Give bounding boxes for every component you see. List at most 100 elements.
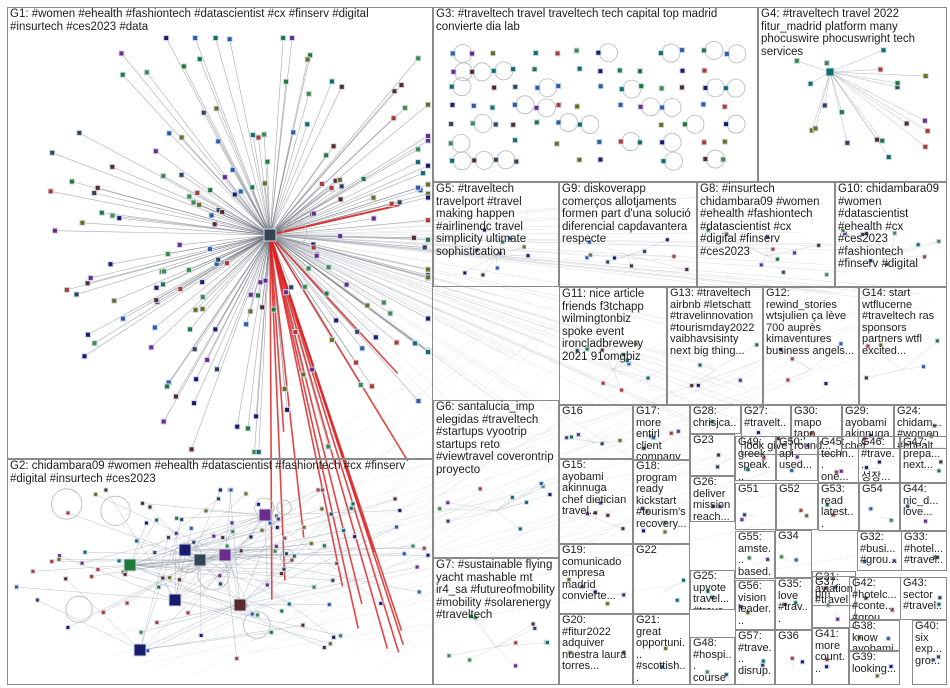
vertex	[281, 385, 288, 392]
edge	[298, 294, 525, 513]
edge	[829, 69, 881, 73]
vertex	[196, 201, 203, 208]
vertex	[425, 349, 431, 356]
edge	[269, 218, 374, 236]
vertex	[525, 253, 531, 259]
vertex	[862, 559, 868, 565]
edge	[269, 234, 515, 352]
vertex	[778, 554, 784, 560]
vertex	[301, 524, 307, 530]
edge	[157, 382, 622, 671]
vertex	[309, 366, 316, 373]
edge	[923, 468, 939, 472]
vertex	[824, 657, 830, 663]
vertex	[249, 184, 256, 191]
group-panel-g52: G52	[776, 483, 818, 530]
vertex	[681, 121, 688, 128]
vertex	[547, 492, 553, 498]
vertex	[337, 233, 344, 240]
vertex	[47, 188, 54, 195]
edge	[269, 234, 725, 248]
vertex	[177, 285, 184, 292]
vertex	[640, 528, 646, 534]
vertex	[212, 326, 219, 333]
vertex	[191, 400, 198, 407]
vertex	[533, 104, 540, 111]
vertex	[798, 507, 804, 513]
group-panel-g22: G22	[633, 544, 690, 614]
vertex	[425, 162, 431, 169]
edge	[269, 234, 589, 342]
vertex	[641, 445, 647, 451]
vertex	[745, 467, 751, 473]
edge	[141, 604, 241, 633]
vertex	[723, 50, 730, 57]
vertex	[290, 129, 297, 136]
edge	[269, 234, 399, 374]
vertex	[449, 50, 456, 57]
vertex	[160, 575, 166, 581]
vertex	[480, 272, 486, 278]
node-layer	[14, 35, 944, 679]
edge	[595, 518, 623, 529]
vertex	[471, 157, 478, 164]
vertex	[211, 533, 217, 539]
edge	[765, 252, 795, 256]
edge	[765, 255, 784, 273]
vertex	[268, 629, 274, 635]
vertex	[721, 103, 728, 110]
vertex	[624, 358, 630, 364]
edge	[174, 528, 192, 601]
vertex	[555, 119, 562, 126]
group-label: G42: #hotelc... #conte... #grou...	[852, 577, 897, 620]
vertex	[191, 539, 197, 545]
edge	[269, 234, 425, 248]
edge	[495, 642, 516, 648]
edge	[269, 234, 834, 293]
vertex	[745, 610, 751, 616]
vertex	[247, 291, 254, 298]
vertex	[596, 138, 603, 145]
group-panel-g39: G39: looking...	[849, 651, 900, 685]
edge	[269, 234, 661, 476]
edge	[269, 81, 333, 236]
edge	[269, 234, 445, 314]
edge	[269, 234, 508, 356]
edge	[495, 623, 534, 648]
vertex	[500, 239, 506, 245]
edge	[627, 255, 687, 270]
vertex	[617, 101, 624, 108]
edge	[269, 232, 802, 236]
vertex	[122, 571, 128, 577]
vertex	[82, 549, 88, 555]
group-label: G49: greek speak...	[738, 436, 771, 481]
edge	[269, 234, 573, 254]
vertex	[212, 35, 219, 41]
vertex	[425, 315, 431, 322]
vertex	[793, 600, 799, 606]
vertex	[579, 584, 585, 590]
vertex	[723, 672, 729, 678]
edge	[202, 234, 271, 298]
edge	[166, 234, 271, 387]
group-label: G47: prepa... next...	[903, 436, 941, 471]
vertex	[584, 255, 590, 261]
edge	[232, 301, 932, 547]
vertex	[774, 256, 780, 262]
edge	[587, 348, 614, 370]
vertex	[353, 359, 360, 366]
edge	[139, 537, 169, 651]
edge	[765, 236, 768, 256]
edge	[726, 233, 767, 256]
edge	[224, 554, 334, 638]
edge	[269, 204, 401, 236]
vertex	[140, 500, 146, 506]
vertex	[151, 324, 158, 331]
vertex	[573, 47, 580, 54]
vertex	[830, 512, 836, 518]
vertex	[354, 328, 361, 335]
vertex	[264, 158, 271, 165]
vertex	[76, 129, 83, 136]
vertex	[325, 443, 332, 450]
vertex	[805, 442, 811, 448]
